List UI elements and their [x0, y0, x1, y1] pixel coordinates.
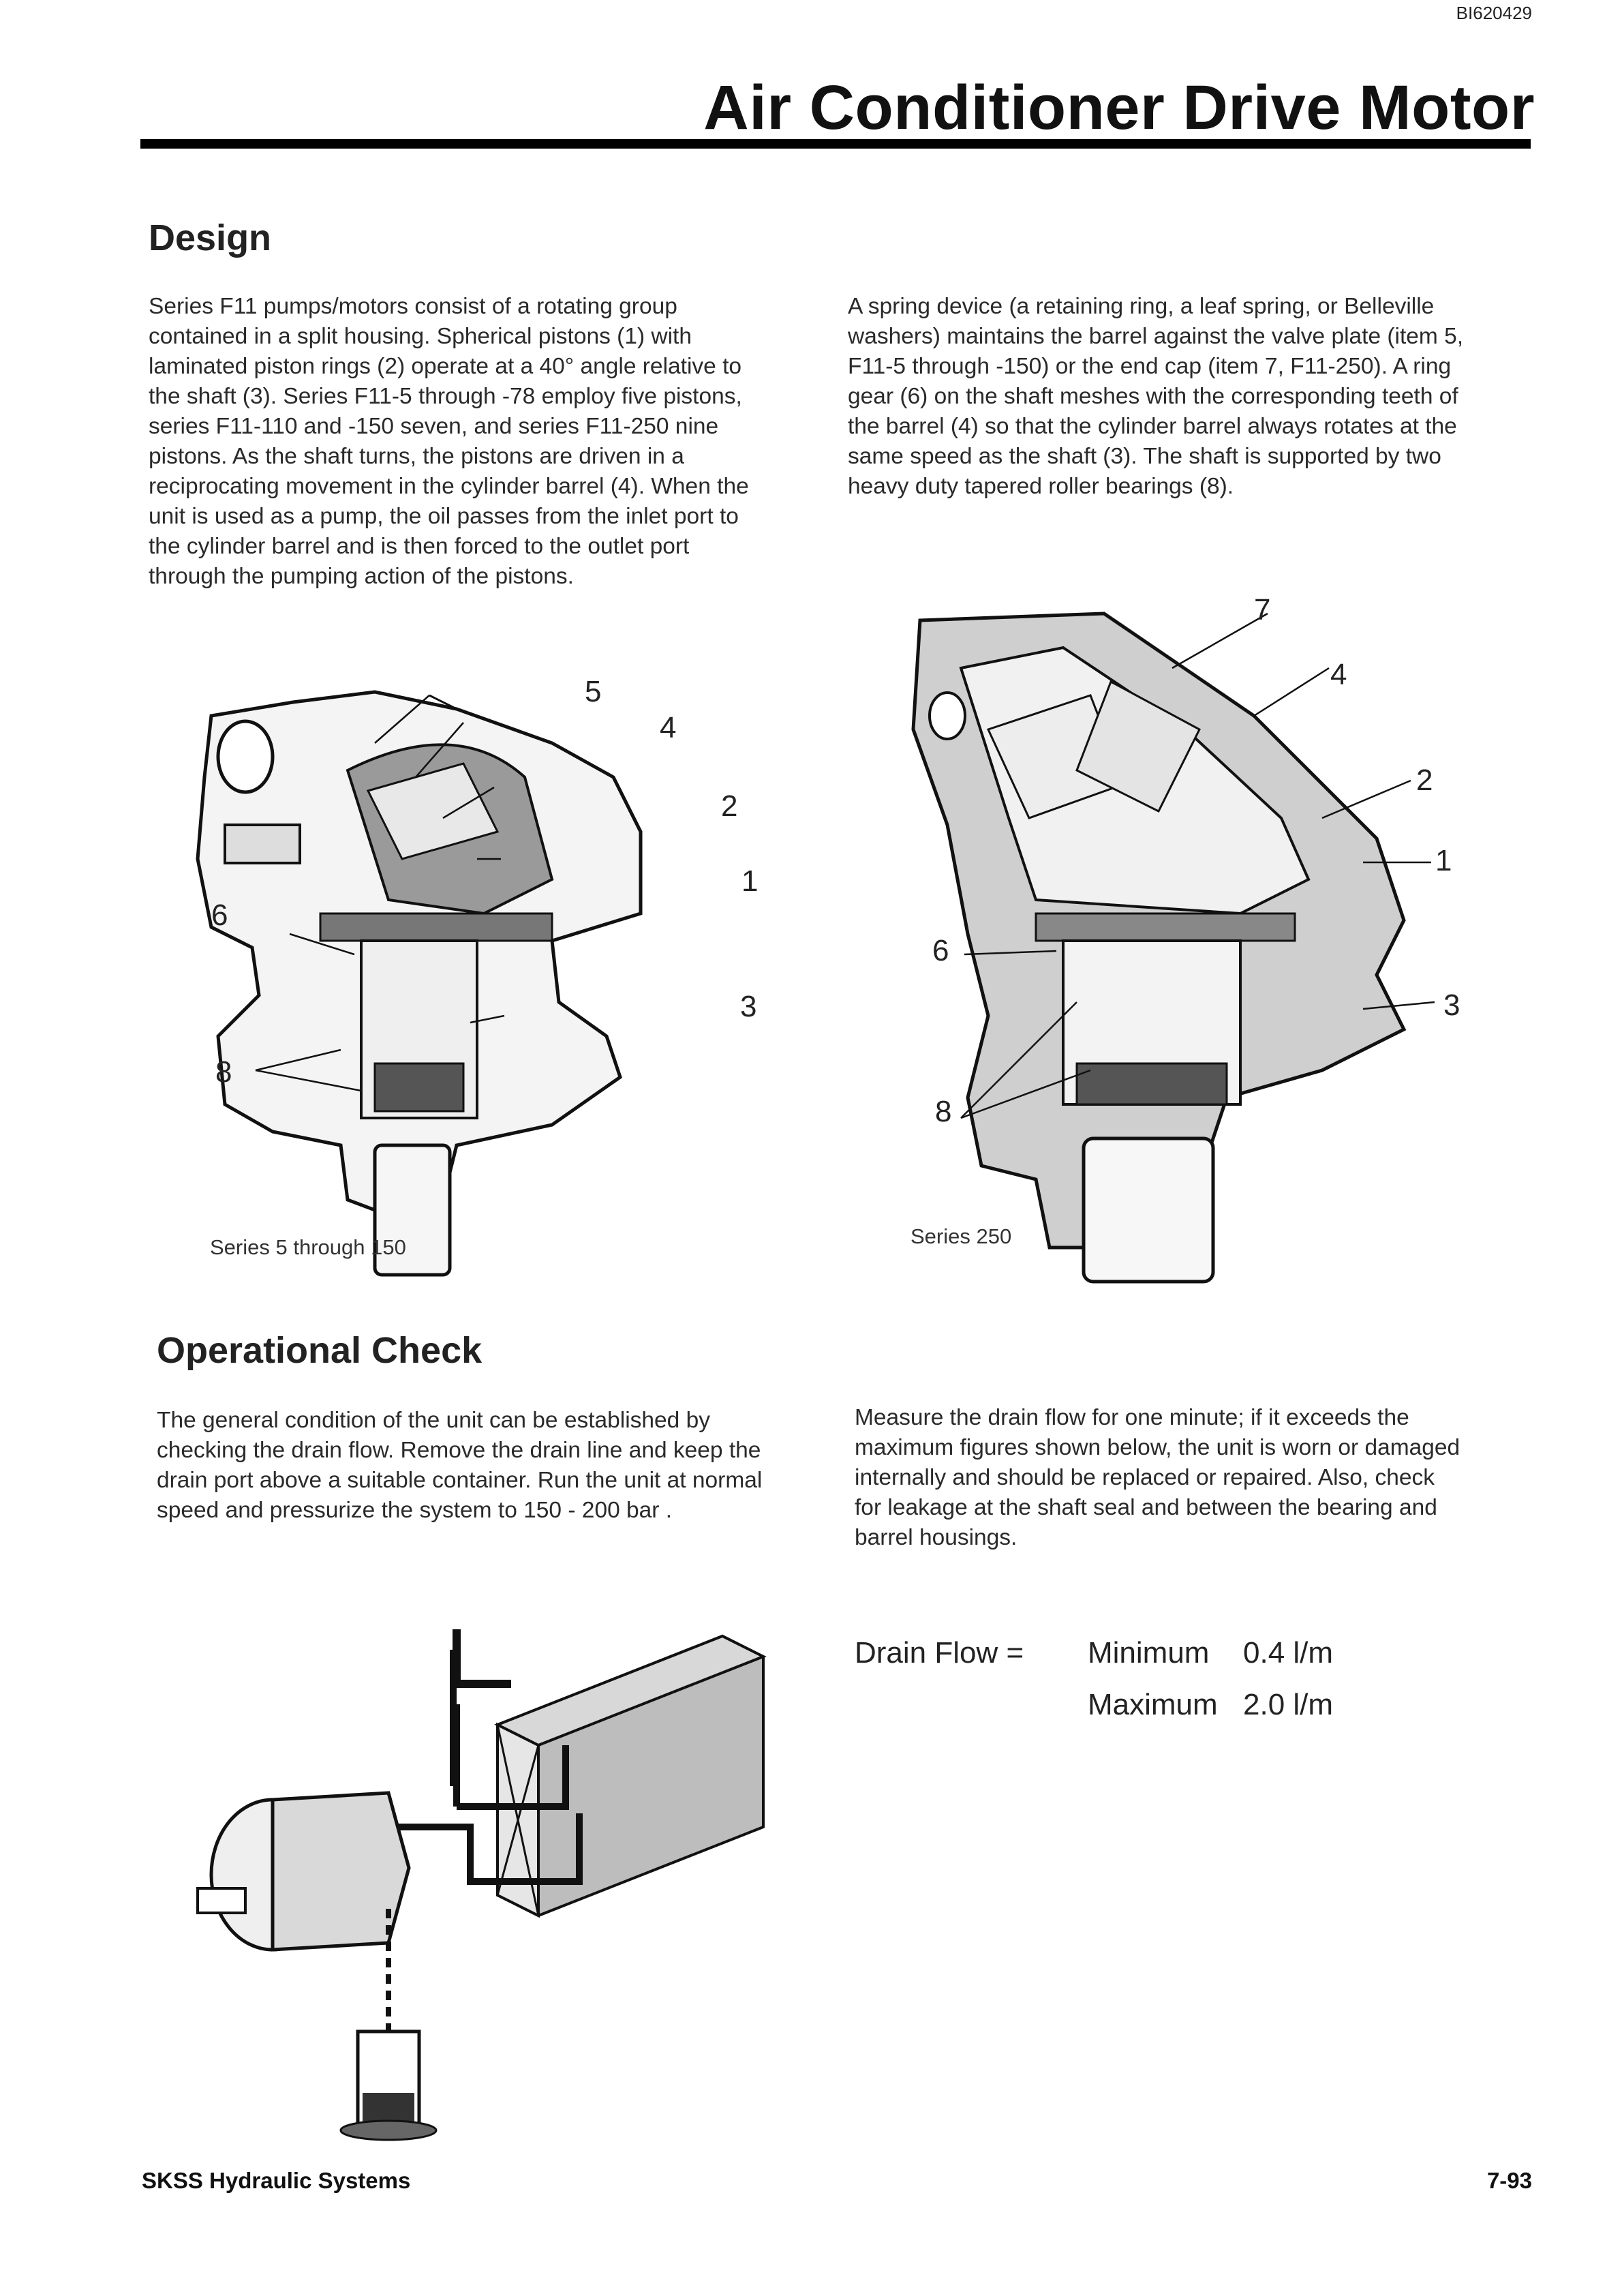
- figure-label: 6: [211, 898, 228, 932]
- design-paragraph-left: Series F11 pumps/motors consist of a rot…: [149, 294, 749, 589]
- caption-series-5-150: Series 5 through 150: [210, 1235, 406, 1259]
- figure-label: 1: [1435, 844, 1452, 877]
- document-id: BI620429: [1456, 3, 1532, 23]
- caption-series-250: Series 250: [911, 1224, 1012, 1248]
- figure-drain-flow-test: [184, 1622, 784, 2141]
- page-title: Air Conditioner Drive Motor: [703, 73, 1535, 142]
- figure-label: 2: [721, 789, 738, 823]
- figure-label: 6: [932, 934, 949, 967]
- figure-label: 3: [740, 990, 757, 1023]
- figure-label: 2: [1416, 764, 1433, 797]
- figure-label: 3: [1443, 988, 1460, 1022]
- figure-label: 5: [585, 675, 602, 708]
- drain-flow-max-label: Maximum: [1088, 1688, 1218, 1721]
- operational-paragraph-left: The general condition of the unit can be…: [157, 1408, 763, 1523]
- title-rule: [140, 139, 1531, 149]
- drain-flow-min-value: 0.4 l/m: [1243, 1636, 1334, 1670]
- figure-series-250: 7 4 2 1 6 3 8: [886, 593, 1527, 1295]
- drain-flow-max-value: 2.0 l/m: [1243, 1688, 1334, 1721]
- figure-series-5-150: 5 4 2 1 6 3 8: [170, 654, 784, 1302]
- drain-flow-label: Drain Flow =: [855, 1636, 1024, 1670]
- figure-label: 4: [1330, 658, 1347, 691]
- figure-label: 4: [660, 711, 677, 744]
- operational-check-heading: Operational Check: [157, 1330, 483, 1371]
- design-paragraph-right: A spring device (a retaining ring, a lea…: [848, 294, 1464, 499]
- figure-label: 8: [215, 1055, 232, 1089]
- pump-cutaway-drawing: [196, 690, 643, 1277]
- footer-publication: SKSS Hydraulic Systems: [142, 2168, 411, 2193]
- figure-label: 7: [1254, 593, 1271, 626]
- motor-cutaway-drawing: [911, 611, 1435, 1284]
- figure-label: 1: [741, 864, 759, 898]
- drain-flow-min-label: Minimum: [1088, 1636, 1210, 1670]
- drain-test-drawing: [196, 1629, 767, 2141]
- design-heading: Design: [149, 217, 272, 258]
- figure-label: 8: [935, 1095, 952, 1128]
- operational-paragraph-right: Measure the drain flow for one minute; i…: [855, 1405, 1460, 1550]
- footer-page-number: 7-93: [1486, 2168, 1532, 2193]
